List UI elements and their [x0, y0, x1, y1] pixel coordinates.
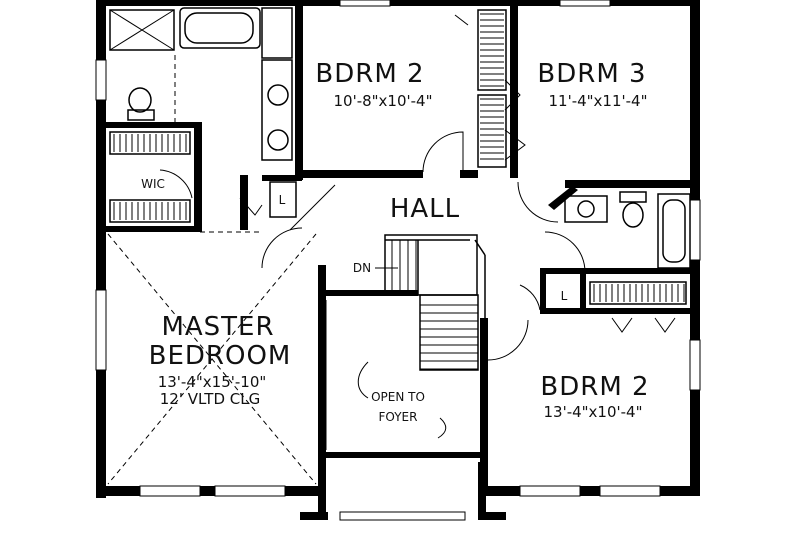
open-to-foyer-line2: FOYER	[379, 410, 418, 424]
master-ceiling: 12' VLTD CLG	[160, 390, 260, 408]
door-swings	[159, 14, 676, 450]
wic-label: WIC	[141, 177, 165, 191]
bdrm2-top-size: 10'-8"x10'-4"	[333, 92, 432, 110]
stair-treads	[391, 240, 478, 370]
bdrm2-top-name: BDRM 2	[315, 59, 424, 89]
bdrm2-bottom-size: 13'-4"x10'-4"	[543, 403, 642, 421]
foyer-arrow-right	[437, 417, 447, 439]
linen-label-left: L	[279, 193, 286, 207]
master-bath-fixtures	[109, 7, 293, 161]
stairs-dn-label: DN	[353, 261, 371, 275]
open-to-foyer-line1: OPEN TO	[371, 390, 425, 404]
vaulted-ceiling-lines	[107, 233, 317, 485]
foyer-arrow-left	[357, 361, 369, 399]
master-name-line1: MASTER	[161, 312, 274, 342]
bdrm2-bottom-name: BDRM 2	[540, 372, 649, 402]
windows	[95, 0, 701, 521]
linen-closet-left	[269, 181, 297, 218]
closet-hatching	[113, 13, 685, 302]
hall-name: HALL	[390, 194, 460, 224]
linen-label-right: L	[561, 289, 568, 303]
master-name-line2: BEDROOM	[149, 341, 292, 371]
bdrm3-name: BDRM 3	[537, 59, 646, 89]
master-size: 13'-4"x15'-10"	[158, 373, 267, 391]
staircase	[384, 234, 486, 371]
hall-bath-fixtures	[564, 191, 691, 269]
bdrm3-size: 11'-4"x11'-4"	[548, 92, 647, 110]
